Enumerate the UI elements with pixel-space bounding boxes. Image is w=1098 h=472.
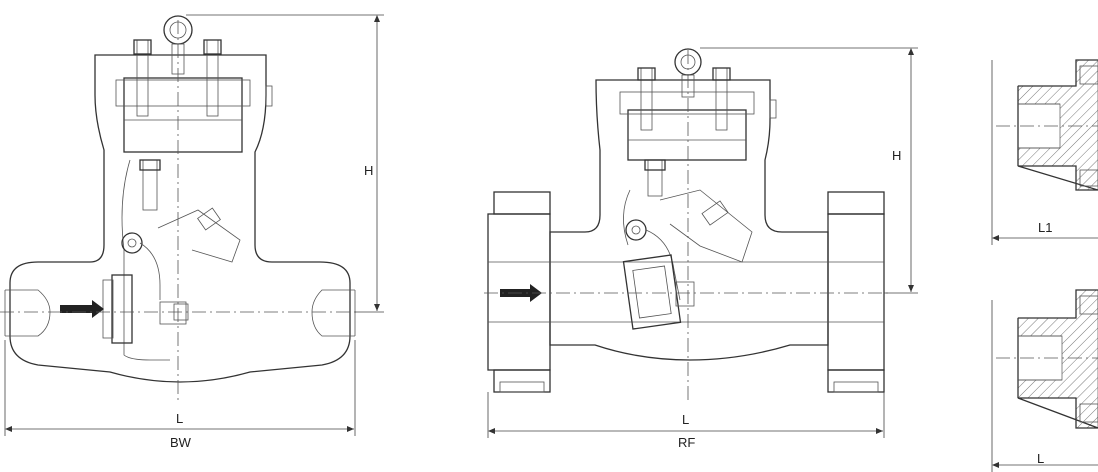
lower-end-section [1017,289,1098,429]
bw-end-label: BW [170,435,191,450]
bw-left-end [5,289,51,337]
lower-end-length-label: L [1037,451,1045,466]
rf-left-flange [493,191,551,215]
rf-view [484,47,918,438]
rf-bonnet [627,109,747,161]
rf-height-label: H [892,148,902,163]
bw-length-label: L [176,411,184,426]
rf-end-label: RF [678,435,696,450]
upper-end-section [1017,59,1098,191]
upper-end-length-label: L1 [1038,220,1053,235]
rf-disc [622,254,682,330]
bw-bonnet [123,77,243,153]
ends-view [991,59,1098,472]
bw-disc [111,274,133,344]
bw-view [0,14,384,436]
bw-flow-arrow [60,300,104,318]
rf-right-flange [827,191,885,215]
bw-right-end [311,289,355,337]
rf-body-outline [549,79,829,361]
bw-hinge-pin [121,232,143,254]
bw-height-label: H [364,163,374,178]
rf-hinge-pin [625,219,647,241]
bw-body-outline [9,54,351,383]
rf-length-label: L [682,412,690,427]
